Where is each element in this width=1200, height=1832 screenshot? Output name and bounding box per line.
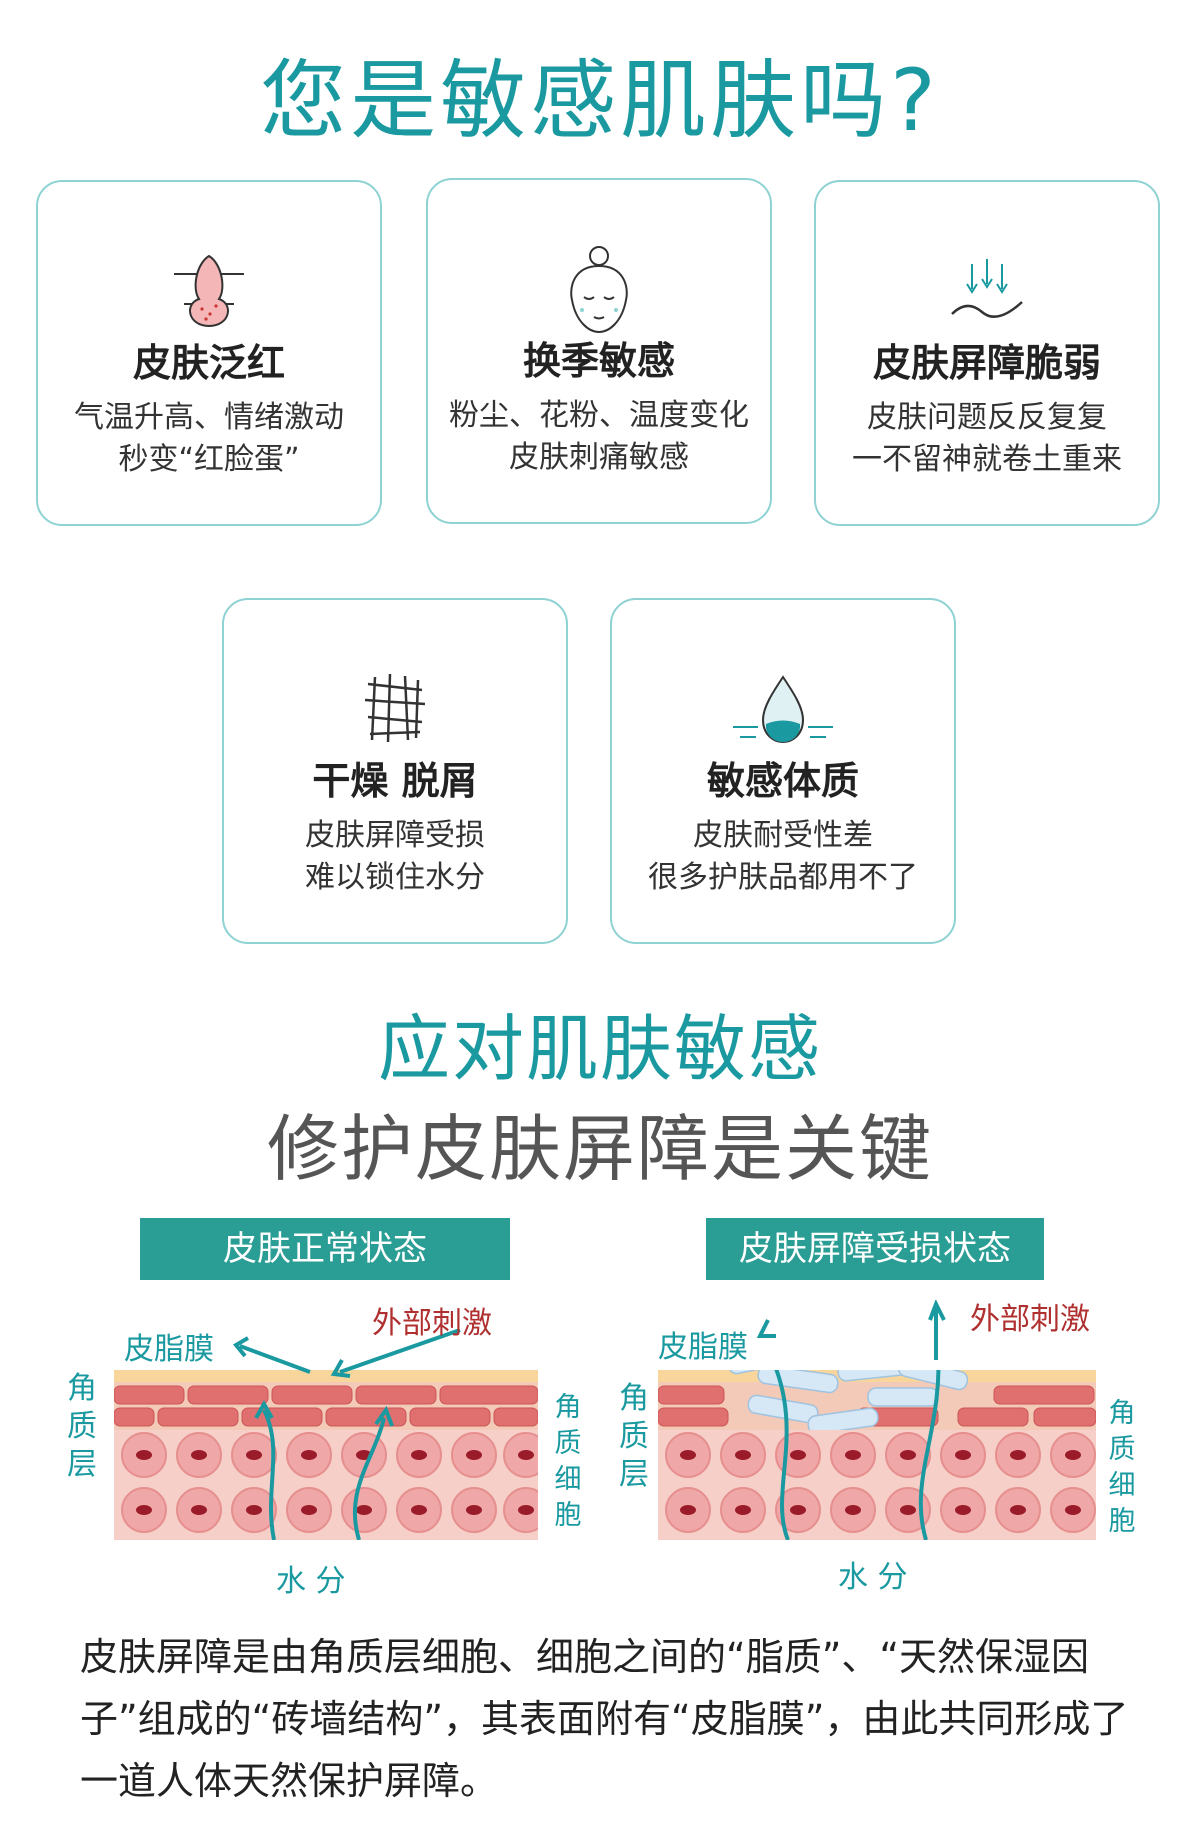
keratinocyte-label-damaged: 角质细胞	[1108, 1398, 1136, 1537]
damaged-arrows	[756, 1300, 946, 1360]
card-line: 很多护肤品都用不了	[648, 860, 918, 895]
face-icon	[428, 242, 770, 334]
damaged-skin-diagram	[658, 1370, 1096, 1540]
card-line: 气温升高、情绪激动	[74, 400, 344, 435]
section-subtitle: 修护皮肤屏障是关键	[266, 1107, 933, 1191]
moisture-label-damaged: 水 分	[838, 1560, 908, 1595]
card-title: 皮肤屏障脆弱	[872, 341, 1101, 385]
card-title: 换季敏感	[522, 339, 675, 383]
stratum-label-normal: 角质层	[67, 1371, 97, 1482]
dry-flake-icon	[224, 662, 566, 752]
card-title: 皮肤泛红	[132, 341, 285, 385]
fragile-barrier-icon	[816, 244, 1158, 334]
card-fragile-barrier: 皮肤屏障脆弱 皮肤问题反反复复 一不留神就卷土重来	[814, 180, 1160, 526]
card-line: 秒变“红脸蛋”	[118, 442, 300, 477]
external-stimulus-label-normal: 外部刺激	[372, 1306, 492, 1341]
normal-state-tag: 皮肤正常状态	[140, 1218, 510, 1280]
stratum-label-damaged: 角质层	[619, 1381, 649, 1492]
water-drop-icon	[612, 662, 954, 752]
card-line: 皮肤屏障受损	[305, 818, 485, 853]
card-line: 皮肤耐受性差	[693, 818, 873, 853]
damaged-state-tag: 皮肤屏障受损状态	[706, 1218, 1044, 1280]
normal-skin-diagram	[114, 1370, 538, 1540]
card-line: 一不留神就卷土重来	[852, 442, 1122, 477]
card-seasonal-sensitivity: 换季敏感 粉尘、花粉、温度变化 皮肤刺痛敏感	[426, 178, 772, 524]
section-title: 应对肌肤敏感	[377, 1007, 822, 1091]
card-line: 难以锁住水分	[305, 860, 485, 895]
card-line: 粉尘、花粉、温度变化	[449, 398, 749, 433]
card-line: 皮肤刺痛敏感	[509, 440, 689, 475]
red-skin-icon	[38, 244, 380, 334]
card-dry-flaking: 干燥 脱屑 皮肤屏障受损 难以锁住水分	[222, 598, 568, 944]
sebum-label-damaged: 皮脂膜	[658, 1330, 748, 1365]
main-title: 您是敏感肌肤吗?	[260, 51, 940, 151]
normal-arrows	[232, 1328, 461, 1378]
barrier-description: 皮肤屏障是由角质层细胞、细胞之间的“脂质”、“天然保湿因子”组成的“砖墙结构”，…	[80, 1635, 1129, 1803]
card-line: 皮肤问题反反复复	[867, 400, 1107, 435]
card-sensitive-constitution: 敏感体质 皮肤耐受性差 很多护肤品都用不了	[610, 598, 956, 944]
card-skin-redness: 皮肤泛红 气温升高、情绪激动 秒变“红脸蛋”	[36, 180, 382, 526]
card-title: 敏感体质	[706, 759, 859, 803]
keratinocyte-label-normal: 角质细胞	[554, 1392, 582, 1531]
card-title: 干燥 脱屑	[312, 759, 478, 803]
moisture-label-normal: 水 分	[276, 1564, 346, 1599]
sebum-label-normal: 皮脂膜	[124, 1332, 214, 1367]
external-stimulus-label-damaged: 外部刺激	[970, 1302, 1090, 1337]
